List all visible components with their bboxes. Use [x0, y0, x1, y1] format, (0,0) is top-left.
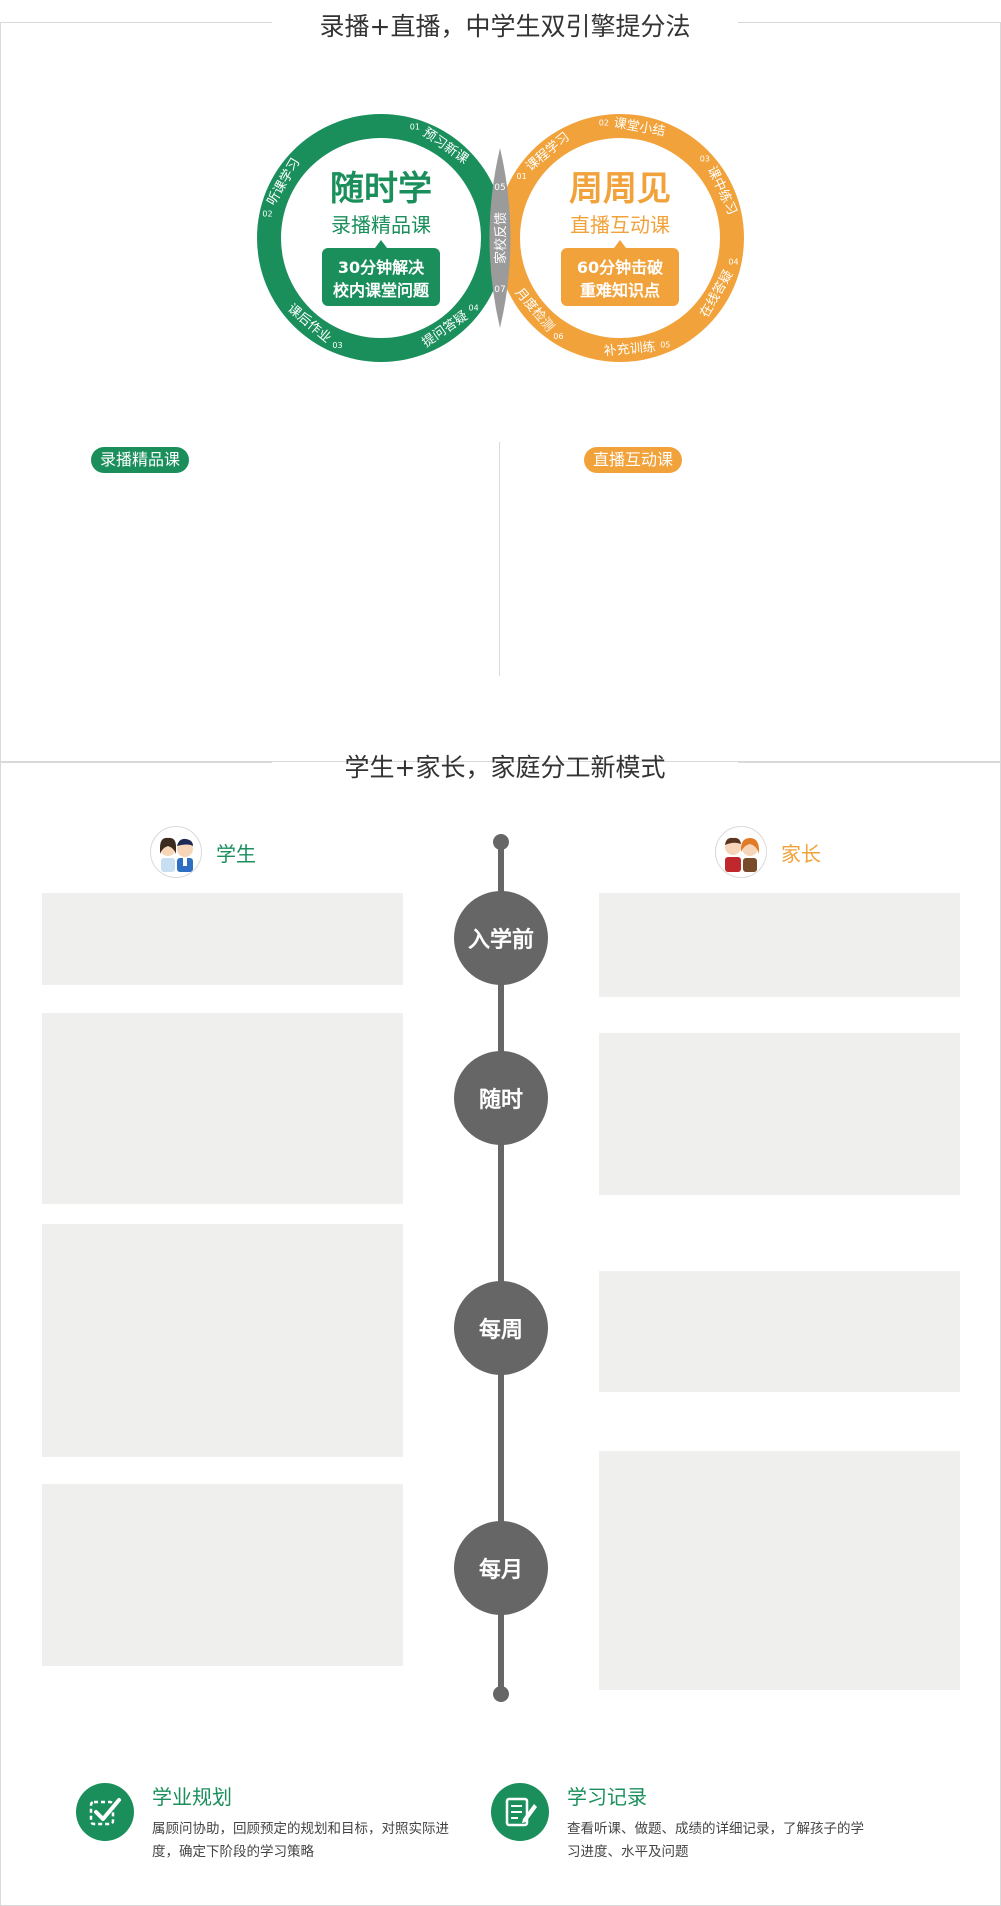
student-header: 学生 — [150, 826, 256, 878]
section1-title: 录播+直播，中学生双引擎提分法 — [319, 12, 691, 41]
right-ring-step-num: 06 — [553, 332, 563, 341]
feature-study-plan: 学业规划 属顾问协助，回顾预定的规划和目标，对照实际进度，确定下阶段的学习策略 — [76, 1783, 452, 1864]
feature-desc: 属顾问协助，回顾预定的规划和目标，对照实际进度，确定下阶段的学习策略 — [152, 1821, 449, 1860]
parent-card-before-enroll — [599, 893, 960, 997]
timeline-node-before-enroll: 入学前 — [454, 891, 548, 985]
right-ring-step-num: 04 — [728, 258, 738, 267]
section2-title: 学生+家长，家庭分工新模式 — [344, 753, 666, 782]
timeline-node-weekly: 每周 — [454, 1281, 548, 1375]
students-icon — [160, 837, 193, 872]
section1-divider — [499, 442, 500, 676]
right-ring-subtitle: 直播互动课 — [570, 213, 670, 237]
parent-card-anytime — [599, 1033, 960, 1195]
left-badge-line2: 校内课堂问题 — [333, 281, 430, 300]
right-ring-step-num: 01 — [517, 172, 527, 181]
right-badge-line1: 60分钟击破 — [577, 258, 663, 277]
feature-desc: 查看听课、做题、成绩的详细记录，了解孩子的学习进度、水平及问题 — [567, 1821, 864, 1860]
timeline-line — [498, 842, 504, 1694]
left-ring-badge — [322, 248, 440, 306]
left-badge-arrow — [375, 240, 387, 248]
timeline-start-dot — [493, 834, 509, 850]
overlap-num-top: 05 — [494, 183, 505, 193]
section1-title-line-right — [738, 22, 1001, 23]
right-badge-arrow — [614, 240, 626, 248]
feature-title: 学习记录 — [567, 1785, 647, 1809]
section2-title-line-right — [738, 762, 1001, 763]
student-card-weekly — [42, 1224, 403, 1457]
section2-title-line-left — [0, 762, 272, 763]
student-label: 学生 — [216, 841, 256, 866]
feature-icon-wrap — [491, 1783, 549, 1841]
parent-card-monthly — [599, 1451, 960, 1690]
timeline-node-anytime: 随时 — [454, 1051, 548, 1145]
right-ring-inner — [520, 138, 720, 338]
feature-title: 学业规划 — [152, 1785, 232, 1809]
left-ring-step-num: 03 — [332, 341, 342, 350]
timeline-end-dot — [493, 1686, 509, 1702]
parents-icon — [725, 837, 760, 872]
tag-recorded-course: 录播精品课 — [91, 447, 190, 473]
student-avatar — [150, 826, 202, 878]
left-ring-step-num: 04 — [469, 303, 479, 312]
parent-card-weekly — [599, 1271, 960, 1392]
right-badge-line2: 重难知识点 — [580, 281, 660, 300]
right-ring-badge — [561, 248, 679, 306]
student-card-anytime — [42, 1013, 403, 1204]
student-card-before-enroll — [42, 893, 403, 985]
parent-header: 家长 — [715, 826, 821, 878]
right-ring-step-num: 05 — [660, 340, 670, 349]
right-ring-step-num: 02 — [599, 119, 609, 128]
left-badge-line1: 30分钟解决 — [338, 258, 425, 277]
section1-title-line-left — [0, 22, 272, 23]
feature-study-record: 学习记录 查看听课、做题、成绩的详细记录，了解孩子的学习进度、水平及问题 — [491, 1783, 867, 1864]
notepad-pen-icon — [505, 1797, 537, 1827]
student-card-monthly — [42, 1484, 403, 1666]
feature-icon-wrap — [76, 1783, 134, 1841]
left-ring-step-num: 01 — [410, 123, 420, 132]
parent-label: 家长 — [781, 841, 821, 866]
left-ring-title: 随时学 — [330, 169, 432, 209]
overlap-label: 家校反馈 — [493, 212, 509, 264]
left-ring-subtitle: 录播精品课 — [331, 213, 431, 237]
check-icon — [89, 1798, 121, 1826]
parent-avatar — [715, 826, 767, 878]
overlap-lens — [489, 148, 511, 328]
right-ring-step-num: 03 — [700, 154, 710, 163]
overlap-num-bottom: 07 — [494, 285, 505, 295]
right-ring-title: 周周见 — [569, 169, 671, 209]
timeline-node-monthly: 每月 — [454, 1521, 548, 1615]
tag-live-course: 直播互动课 — [584, 447, 683, 473]
left-ring-step-num: 02 — [262, 209, 272, 218]
right-ring-step-label: 补充训练 — [603, 339, 656, 359]
left-ring-inner — [281, 138, 481, 338]
